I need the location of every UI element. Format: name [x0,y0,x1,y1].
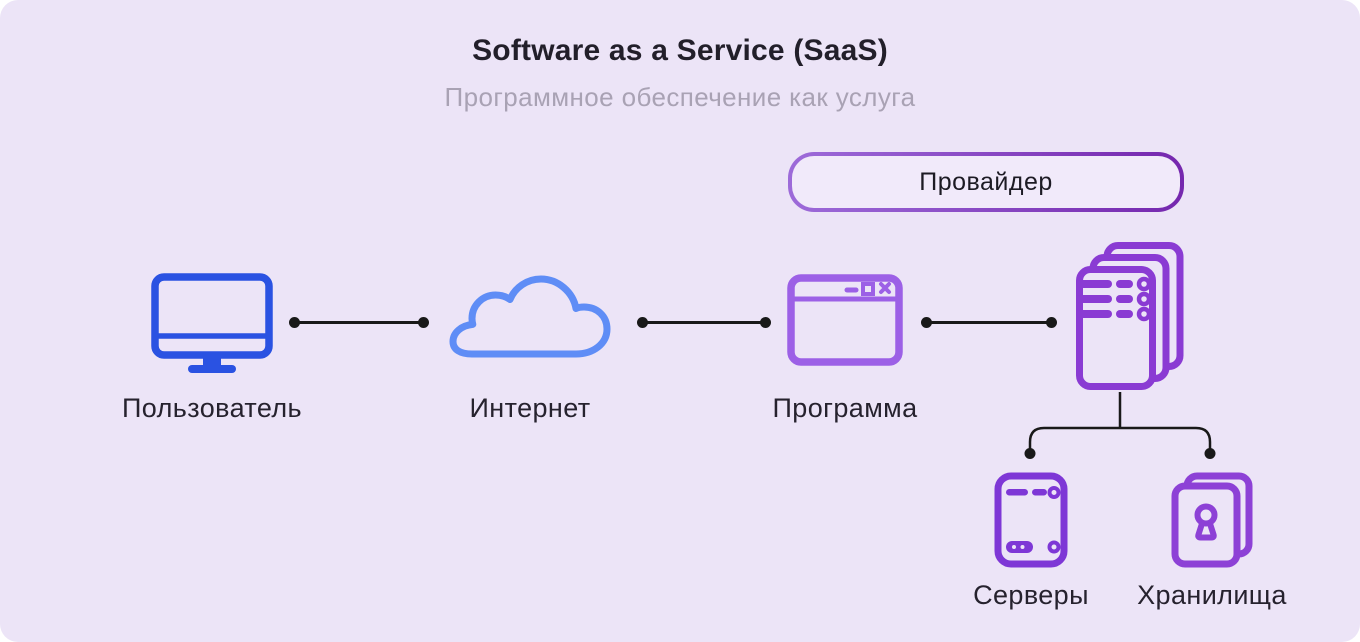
node-program: Программа [725,274,965,424]
maximize-icon [861,282,875,296]
browser-window-icon [787,274,903,366]
node-storage-label: Хранилища [1137,580,1287,610]
connector-dot [760,317,771,328]
node-servers-label: Серверы [973,580,1089,610]
server-unit-icon [994,472,1068,568]
connector-line [299,321,419,324]
node-user-label: Пользователь [121,393,302,423]
connector-internet-program [637,317,771,328]
node-internet-label: Интернет [469,393,591,423]
provider-box-label: Провайдер [792,156,1180,208]
connector-dot [1204,448,1216,459]
secure-storage-icon [1171,472,1253,568]
server-stack-icon [1076,242,1184,390]
page-subtitle: Программное обеспечение как услуга [444,82,916,112]
node-storage: Хранилища [1122,472,1302,611]
connector-branch [1024,392,1216,459]
connector-dot [289,317,300,328]
node-internet: Интернет [410,265,650,424]
keyhole-icon [1194,503,1218,527]
connector-dot [637,317,648,328]
cloud-icon [449,275,611,358]
close-icon [879,282,891,294]
connector-dot [921,317,932,328]
page-title: Software as a Service (SaaS) [472,34,888,67]
node-provider-infrastructure [1076,242,1184,390]
connector-line [931,321,1047,324]
node-user: Пользователь [92,273,332,424]
desktop-monitor-icon [151,273,273,373]
connector-dot [1046,317,1057,328]
connector-dot [1024,448,1036,459]
connector-user-internet [289,317,429,328]
node-servers: Серверы [941,472,1121,611]
provider-box: Провайдер [788,152,1184,212]
node-program-label: Программа [772,393,918,423]
connector-line [647,321,761,324]
connector-dot [418,317,429,328]
connector-program-provider [921,317,1057,328]
